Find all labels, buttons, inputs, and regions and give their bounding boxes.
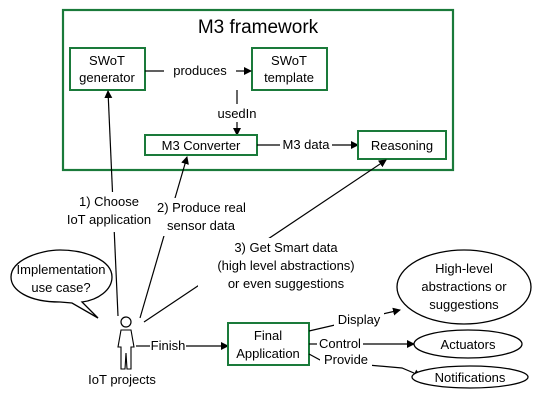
iot-projects-actor-icon bbox=[117, 316, 135, 370]
swot-generator-label-line2: generator bbox=[79, 70, 135, 85]
get-smart-label-bg bbox=[198, 238, 376, 294]
produce-data-label-line1: 2) Produce real bbox=[157, 200, 246, 215]
swot-template-box bbox=[251, 47, 328, 91]
high-level-line2: abstractions or bbox=[421, 279, 507, 294]
high-level-line3: suggestions bbox=[429, 297, 499, 312]
swot-generator-box bbox=[69, 47, 146, 91]
speech-bubble-line1: Implementation bbox=[17, 262, 106, 277]
usedin-edge-label: usedIn bbox=[217, 106, 256, 121]
actuators-ellipse bbox=[413, 329, 523, 359]
high-level-line1: High-level bbox=[435, 261, 493, 276]
produce-data-label-bg bbox=[152, 198, 262, 236]
reasoning-box bbox=[357, 130, 447, 160]
provide-label-bg bbox=[320, 352, 372, 367]
actuators-label: Actuators bbox=[441, 337, 496, 352]
display-edge-label: Display bbox=[338, 312, 381, 327]
m3-data-edge-label: M3 data bbox=[283, 137, 331, 152]
m3-converter-label: M3 Converter bbox=[162, 138, 241, 153]
choose-label-line2: IoT application bbox=[67, 212, 151, 227]
finish-edge-label: Finish bbox=[151, 338, 186, 353]
get-smart-label-line2: (high level abstractions) bbox=[217, 258, 354, 273]
swot-generator-label-line1: SWoT bbox=[89, 53, 125, 68]
final-application-line1: Final bbox=[254, 328, 282, 343]
get-smart-label-line1: 3) Get Smart data bbox=[234, 240, 338, 255]
iot-projects-label: IoT projects bbox=[88, 372, 156, 387]
final-application-line2: Application bbox=[236, 346, 300, 361]
choose-label-line1: 1) Choose bbox=[79, 194, 139, 209]
final-application-box bbox=[227, 322, 310, 366]
high-level-ellipse bbox=[396, 249, 532, 325]
notifications-ellipse bbox=[411, 365, 529, 389]
swot-template-label-line2: template bbox=[264, 70, 314, 85]
control-edge-label: Control bbox=[319, 336, 361, 351]
speech-bubble bbox=[10, 249, 113, 319]
notifications-label: Notifications bbox=[435, 370, 506, 385]
provide-edge-label: Provide bbox=[324, 352, 368, 367]
produce-data-edge bbox=[139, 156, 189, 319]
swot-template-label-line1: SWoT bbox=[271, 53, 307, 68]
speech-bubble-line2: use case? bbox=[31, 280, 90, 295]
display-label-bg bbox=[334, 311, 384, 327]
get-smart-label-line3: or even suggestions bbox=[228, 276, 345, 291]
produce-data-label-line2: sensor data bbox=[167, 218, 236, 233]
reasoning-label: Reasoning bbox=[371, 138, 433, 153]
framework-title: M3 framework bbox=[198, 17, 319, 38]
choose-label-bg bbox=[70, 192, 168, 232]
produces-edge-label: produces bbox=[173, 63, 227, 78]
